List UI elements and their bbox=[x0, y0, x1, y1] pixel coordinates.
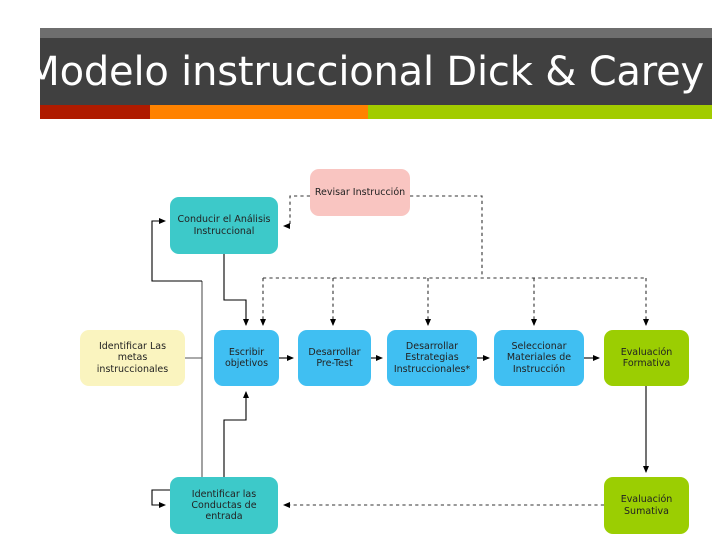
node-label: Conducir el Análisis Instruccional bbox=[177, 214, 271, 237]
node-seleccionar-materiales-instruccion[interactable]: Seleccionar Materiales de Instrucción bbox=[494, 330, 584, 386]
accent-bar-red bbox=[40, 105, 150, 119]
accent-bar-green bbox=[368, 105, 712, 119]
node-revisar-instruccion[interactable]: Revisar Instrucción bbox=[310, 169, 410, 216]
node-label: Evaluación Sumativa bbox=[620, 494, 673, 517]
node-desarrollar-estrategias-instruccionales[interactable]: Desarrollar Estrategias Instruccionales* bbox=[387, 330, 477, 386]
node-label: Desarrollar Estrategias Instruccionales* bbox=[393, 341, 471, 375]
node-label: Desarrollar Pre-Test bbox=[308, 346, 361, 369]
node-evaluacion-sumativa[interactable]: Evaluación Sumativa bbox=[604, 477, 689, 534]
node-escribir-objetivos[interactable]: Escribir objetivos bbox=[214, 330, 279, 386]
header-top-rule bbox=[40, 28, 712, 38]
node-desarrollar-pre-test[interactable]: Desarrollar Pre-Test bbox=[298, 330, 371, 386]
node-label: Identificar las Conductas de entrada bbox=[191, 488, 257, 523]
node-label: Identificar Las metas instruccionales bbox=[96, 341, 169, 375]
node-evaluacion-formativa[interactable]: Evaluación Formativa bbox=[604, 330, 689, 386]
node-identificar-conductas-entrada[interactable]: Identificar las Conductas de entrada bbox=[170, 477, 278, 534]
node-conducir-analisis-instruccional[interactable]: Conducir el Análisis Instruccional bbox=[170, 197, 278, 254]
header-band bbox=[40, 38, 712, 105]
node-label: Escribir objetivos bbox=[224, 346, 269, 369]
node-identificar-metas-instruccionales[interactable]: Identificar Las metas instruccionales bbox=[80, 330, 185, 386]
page-title: Modelo instruccional Dick & Carey bbox=[25, 48, 704, 95]
node-label: Seleccionar Materiales de Instrucción bbox=[506, 341, 572, 375]
node-label: Revisar Instrucción bbox=[314, 186, 406, 198]
node-label: Evaluación Formativa bbox=[620, 346, 673, 369]
accent-bar-orange bbox=[150, 105, 368, 119]
